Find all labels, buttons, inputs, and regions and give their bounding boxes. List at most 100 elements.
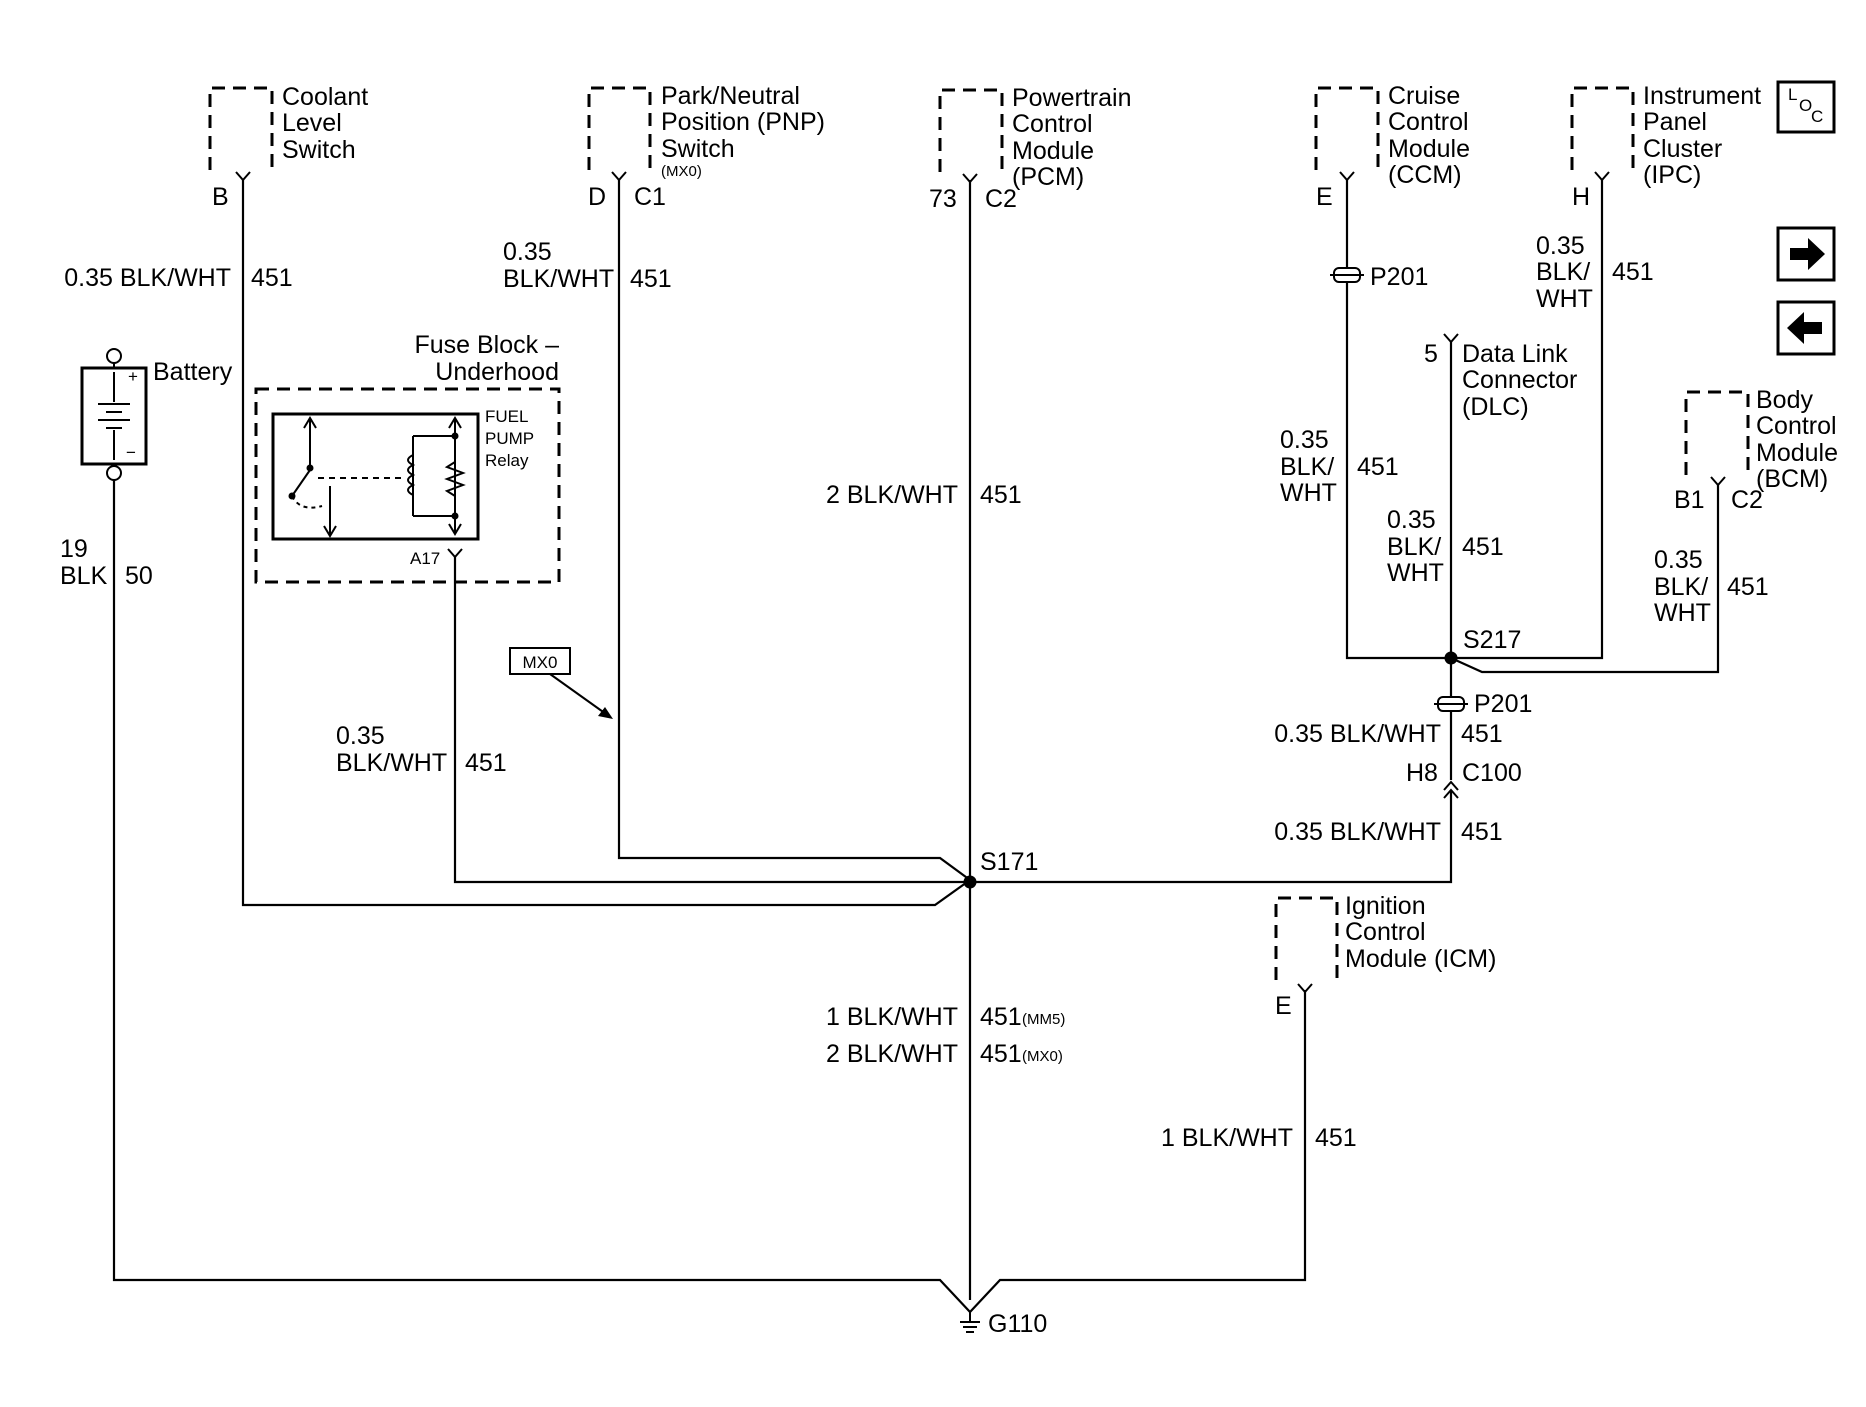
wire-dlc-color1: BLK/ (1387, 533, 1441, 561)
wire-ipc (1451, 180, 1604, 660)
ccm-name-1: Cruise (1388, 82, 1460, 110)
pnp-switch-box (587, 86, 652, 170)
coolant-pin-mark (235, 171, 251, 182)
wire-ccm-circuit: 451 (1357, 453, 1399, 481)
loc-letter-c: C (1811, 107, 1823, 126)
ipc-name-4: (IPC) (1643, 161, 1701, 189)
dlc-pin: 5 (1424, 340, 1438, 368)
dlc-pin-mark (1443, 333, 1459, 344)
pnp-pin: D (588, 183, 606, 211)
icm-name-2: Control (1345, 918, 1426, 946)
wire-pcm-circuit: 451 (980, 481, 1022, 509)
pnp-option: (MX0) (661, 163, 702, 180)
wire-coolant-circuit: 451 (251, 264, 293, 292)
arrow-right-icon (1790, 238, 1825, 270)
ipc-name-1: Instrument (1643, 82, 1761, 110)
ipc-name-2: Panel (1643, 108, 1707, 136)
ipc-name-3: Cluster (1643, 135, 1722, 163)
bcm-name-3: Module (1756, 439, 1838, 467)
wire-icm (969, 990, 1307, 1313)
c100-label: C100 (1462, 759, 1522, 787)
relay-output-arrow (323, 486, 337, 538)
wire-battery (112, 480, 971, 1313)
labels: Coolant Level Switch B Park/Neutral Posi… (60, 82, 1838, 1338)
wire-fuse-gauge: 0.35 (336, 722, 385, 750)
inline-connectors (1330, 267, 1468, 799)
bcm-name-2: Control (1756, 412, 1837, 440)
battery-terminal-top (106, 348, 122, 364)
pcm-pin: 73 (929, 185, 957, 213)
icm-name-1: Ignition (1345, 892, 1426, 920)
coolant-name-2: Level (282, 109, 342, 137)
loc-letter-l: L (1788, 85, 1797, 104)
splice-s171 (963, 875, 977, 889)
back-button[interactable] (1776, 300, 1836, 356)
wire-pnp-color: BLK/WHT (503, 265, 614, 293)
bcm-box (1684, 390, 1750, 475)
relay-coil-frame (412, 420, 456, 532)
mx0-option-tag (509, 647, 613, 719)
wire-dlc-color2: WHT (1387, 559, 1444, 587)
arrow-left-icon (1787, 312, 1822, 344)
relay-node-bottom (451, 512, 459, 520)
pnp-connector: C1 (634, 183, 666, 211)
p201-upper-label: P201 (1370, 263, 1428, 291)
relay-switch-node (306, 464, 314, 472)
ipc-pin-mark (1594, 171, 1610, 182)
wire-fuse-circuit: 451 (465, 749, 507, 777)
pnp-pin-mark (611, 171, 627, 182)
wire-fuse-color: BLK/WHT (336, 749, 447, 777)
wire-main-mx0-spec: 2 BLK/WHT (826, 1040, 958, 1068)
forward-button[interactable] (1776, 226, 1836, 282)
p201-upper-connector (1330, 267, 1364, 283)
wire-main-mx0-circuit: 451 (980, 1040, 1022, 1068)
dlc-name-3: (DLC) (1462, 393, 1529, 421)
wire-bcm-color1: BLK/ (1654, 573, 1708, 601)
pnp-name-3: Switch (661, 135, 735, 163)
wire-bcm-gauge: 0.35 (1654, 546, 1703, 574)
component-boxes (208, 86, 1750, 994)
wire-icm-circuit: 451 (1315, 1124, 1357, 1152)
fuse-a17-pin-mark (447, 548, 463, 559)
relay-bottom-arrow (448, 523, 462, 536)
battery-minus: − (126, 443, 136, 462)
p201-lower-connector (1434, 696, 1468, 712)
dlc-name-1: Data Link (1462, 340, 1568, 368)
wire-p201-lower-spec: 0.35 BLK/WHT (1274, 720, 1441, 748)
ccm-pin-mark (1339, 171, 1355, 182)
wire-coolant-spec: 0.35 BLK/WHT (64, 264, 231, 292)
wire-dlc-circuit: 451 (1462, 533, 1504, 561)
pnp-name-2: Position (PNP) (661, 108, 825, 136)
s217-label: S217 (1463, 626, 1521, 654)
ccm-pin: E (1316, 183, 1333, 211)
ipc-pin: H (1572, 183, 1590, 211)
wire-ipc-circuit: 451 (1612, 258, 1654, 286)
wire-pnp-circuit: 451 (630, 265, 672, 293)
relay-coil (407, 454, 416, 496)
relay-resistor (444, 461, 466, 497)
fuse-pin-a17: A17 (410, 549, 440, 568)
relay-label-3: Relay (485, 451, 529, 470)
wire-main-mm5-spec: 1 BLK/WHT (826, 1003, 958, 1031)
fuel-pump-relay-box (271, 412, 480, 541)
c100-pin-label: H8 (1406, 759, 1438, 787)
ccm-box (1314, 86, 1380, 170)
loc-button[interactable]: L O C (1776, 80, 1836, 134)
fuse-block-title-1: Fuse Block – (414, 331, 559, 359)
pnp-name-1: Park/Neutral (661, 82, 800, 110)
wire-pnp-gauge: 0.35 (503, 238, 552, 266)
wire-ccm-gauge: 0.35 (1280, 426, 1329, 454)
wire-p201-lower-circuit: 451 (1461, 720, 1503, 748)
ground-g110-symbol (960, 1312, 980, 1333)
pcm-name-3: Module (1012, 137, 1094, 165)
icm-pin: E (1275, 992, 1292, 1020)
fuse-block-box (254, 387, 561, 584)
wire-c100-lower-circuit: 451 (1461, 818, 1503, 846)
wire-icm-spec: 1 BLK/WHT (1161, 1124, 1293, 1152)
relay-label-1: FUEL (485, 407, 528, 426)
bcm-pin: B1 (1674, 486, 1705, 514)
battery (80, 348, 148, 481)
wire-battery-circuit: 50 (125, 562, 153, 590)
wire-coolant (241, 180, 971, 907)
wire-pcm-spec: 2 BLK/WHT (826, 481, 958, 509)
